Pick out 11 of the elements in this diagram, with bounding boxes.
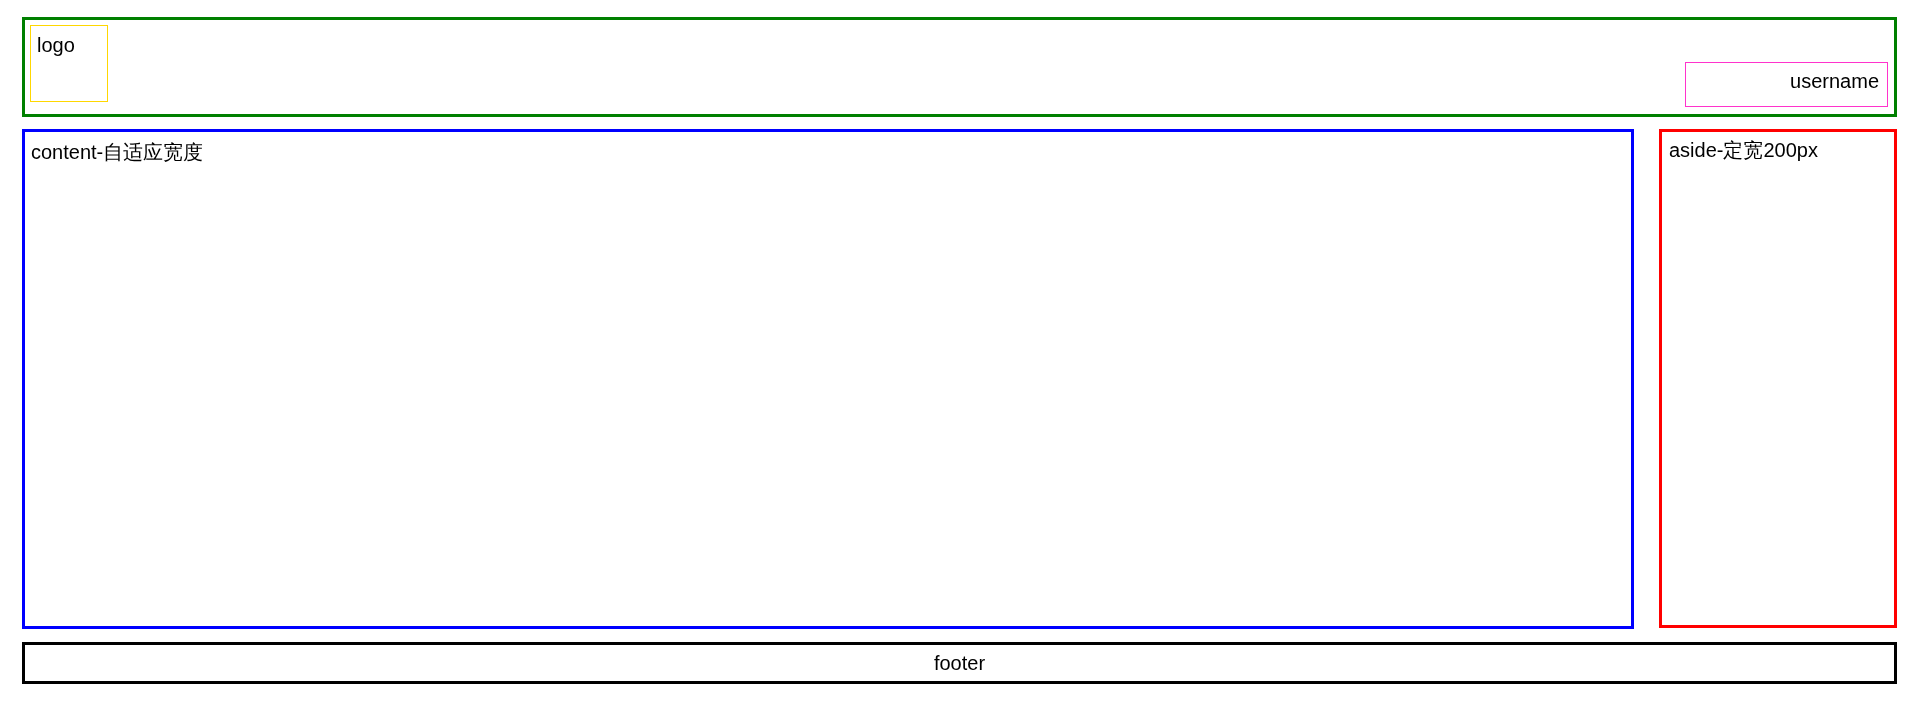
content-label: content-自适应宽度: [31, 140, 204, 164]
aside-label: aside-定宽200px: [1669, 138, 1818, 162]
header-box: [22, 17, 1897, 117]
placeholder-box: [30, 25, 108, 102]
content-panel: [22, 129, 1634, 629]
aside-panel: [1659, 129, 1897, 628]
user-name-box: [1685, 62, 1888, 107]
user-name-label: username: [1790, 69, 1879, 93]
placeholder-label: logo: [37, 33, 75, 57]
footer-bar: [22, 642, 1897, 684]
footer-label: footer: [933, 651, 986, 675]
